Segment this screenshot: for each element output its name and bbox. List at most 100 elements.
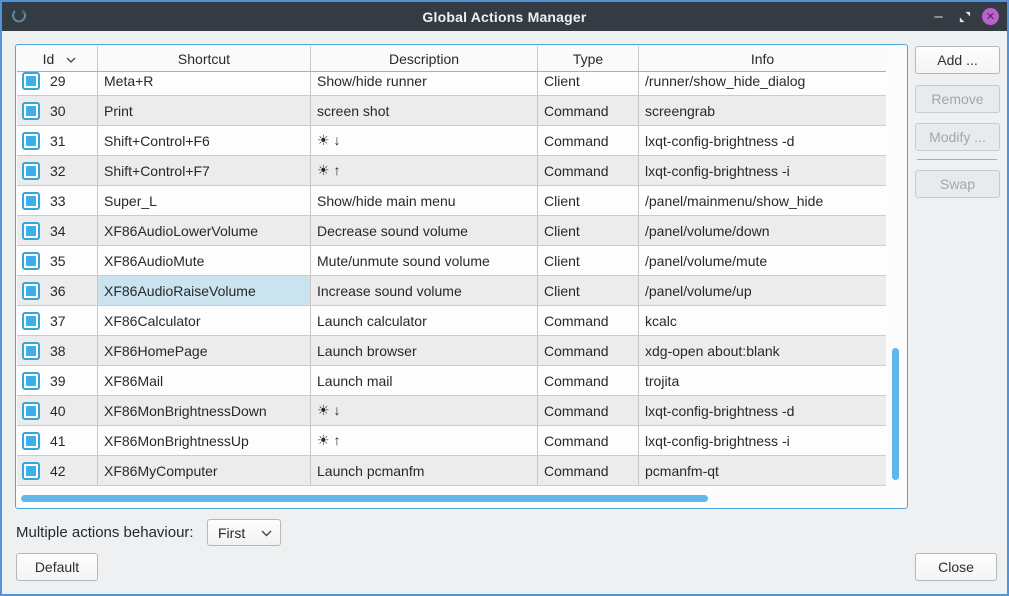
- shortcut-cell[interactable]: XF86Mail: [98, 366, 311, 396]
- enabled-checkbox[interactable]: [22, 281, 40, 300]
- description-cell[interactable]: Decrease sound volume: [311, 216, 538, 246]
- table-row[interactable]: 29 Meta+R Show/hide runner Client /runne…: [17, 72, 886, 96]
- shortcut-cell[interactable]: XF86Calculator: [98, 306, 311, 336]
- type-cell[interactable]: Client: [538, 186, 639, 216]
- info-cell[interactable]: lxqt-config-brightness -d: [639, 396, 886, 426]
- description-cell[interactable]: Increase sound volume: [311, 276, 538, 306]
- info-cell[interactable]: lxqt-config-brightness -d: [639, 126, 886, 156]
- type-cell[interactable]: Client: [538, 246, 639, 276]
- description-cell[interactable]: Show/hide main menu: [311, 186, 538, 216]
- enabled-checkbox[interactable]: [22, 101, 40, 120]
- shortcut-cell[interactable]: XF86MonBrightnessDown: [98, 396, 311, 426]
- table-row[interactable]: 40 XF86MonBrightnessDown ☀ ↓ Command lxq…: [17, 396, 886, 426]
- enabled-checkbox[interactable]: [22, 461, 40, 480]
- info-cell[interactable]: kcalc: [639, 306, 886, 336]
- description-cell[interactable]: ☀ ↓: [311, 126, 538, 156]
- info-cell[interactable]: lxqt-config-brightness -i: [639, 426, 886, 456]
- type-cell[interactable]: Command: [538, 306, 639, 336]
- vertical-scrollbar[interactable]: [892, 348, 899, 480]
- description-cell[interactable]: ☀ ↑: [311, 426, 538, 456]
- info-cell[interactable]: /panel/volume/mute: [639, 246, 886, 276]
- enabled-checkbox[interactable]: [22, 221, 40, 240]
- description-cell[interactable]: Show/hide runner: [311, 72, 538, 96]
- type-cell[interactable]: Command: [538, 366, 639, 396]
- shortcut-cell[interactable]: Shift+Control+F7: [98, 156, 311, 186]
- type-cell[interactable]: Client: [538, 72, 639, 96]
- table-viewport: 29 Meta+R Show/hide runner Client /runne…: [17, 72, 886, 486]
- table-row[interactable]: 36 XF86AudioRaiseVolume Increase sound v…: [17, 276, 886, 306]
- info-cell[interactable]: /panel/mainmenu/show_hide: [639, 186, 886, 216]
- table-row[interactable]: 39 XF86Mail Launch mail Command trojita: [17, 366, 886, 396]
- description-cell[interactable]: Launch mail: [311, 366, 538, 396]
- header-id[interactable]: Id: [17, 46, 98, 71]
- enabled-checkbox[interactable]: [22, 431, 40, 450]
- table-row[interactable]: 37 XF86Calculator Launch calculator Comm…: [17, 306, 886, 336]
- add-button[interactable]: Add ...: [915, 46, 1000, 74]
- behaviour-select[interactable]: First: [207, 519, 281, 546]
- enabled-checkbox[interactable]: [22, 371, 40, 390]
- type-cell[interactable]: Command: [538, 456, 639, 486]
- default-button[interactable]: Default: [16, 553, 98, 581]
- enabled-checkbox[interactable]: [22, 251, 40, 270]
- table-row[interactable]: 41 XF86MonBrightnessUp ☀ ↑ Command lxqt-…: [17, 426, 886, 456]
- info-cell[interactable]: lxqt-config-brightness -i: [639, 156, 886, 186]
- shortcut-cell[interactable]: XF86MyComputer: [98, 456, 311, 486]
- shortcut-cell[interactable]: Shift+Control+F6: [98, 126, 311, 156]
- info-cell[interactable]: trojita: [639, 366, 886, 396]
- table-row[interactable]: 38 XF86HomePage Launch browser Command x…: [17, 336, 886, 366]
- header-shortcut[interactable]: Shortcut: [98, 46, 311, 71]
- enabled-checkbox[interactable]: [22, 72, 40, 90]
- table-row[interactable]: 35 XF86AudioMute Mute/unmute sound volum…: [17, 246, 886, 276]
- close-icon[interactable]: ✕: [982, 8, 999, 25]
- type-cell[interactable]: Command: [538, 426, 639, 456]
- remove-button: Remove: [915, 85, 1000, 113]
- type-cell[interactable]: Command: [538, 126, 639, 156]
- table-row[interactable]: 30 Print screen shot Command screengrab: [17, 96, 886, 126]
- minimize-icon[interactable]: –: [934, 7, 943, 25]
- description-cell[interactable]: screen shot: [311, 96, 538, 126]
- info-cell[interactable]: screengrab: [639, 96, 886, 126]
- type-cell[interactable]: Command: [538, 396, 639, 426]
- maximize-icon[interactable]: [956, 8, 973, 25]
- shortcut-cell[interactable]: XF86MonBrightnessUp: [98, 426, 311, 456]
- enabled-checkbox[interactable]: [22, 131, 40, 150]
- enabled-checkbox[interactable]: [22, 341, 40, 360]
- description-cell[interactable]: Mute/unmute sound volume: [311, 246, 538, 276]
- shortcut-cell[interactable]: Super_L: [98, 186, 311, 216]
- type-cell[interactable]: Client: [538, 276, 639, 306]
- info-cell[interactable]: /runner/show_hide_dialog: [639, 72, 886, 96]
- enabled-checkbox[interactable]: [22, 191, 40, 210]
- shortcut-cell[interactable]: XF86HomePage: [98, 336, 311, 366]
- enabled-checkbox[interactable]: [22, 401, 40, 420]
- description-cell[interactable]: ☀ ↑: [311, 156, 538, 186]
- table-row[interactable]: 42 XF86MyComputer Launch pcmanfm Command…: [17, 456, 886, 486]
- shortcut-cell[interactable]: XF86AudioMute: [98, 246, 311, 276]
- description-cell[interactable]: Launch calculator: [311, 306, 538, 336]
- table-row[interactable]: 34 XF86AudioLowerVolume Decrease sound v…: [17, 216, 886, 246]
- shortcut-cell[interactable]: Print: [98, 96, 311, 126]
- type-cell[interactable]: Command: [538, 336, 639, 366]
- info-cell[interactable]: pcmanfm-qt: [639, 456, 886, 486]
- header-description[interactable]: Description: [311, 46, 538, 71]
- type-cell[interactable]: Command: [538, 156, 639, 186]
- horizontal-scrollbar[interactable]: [21, 495, 708, 502]
- shortcut-cell[interactable]: XF86AudioLowerVolume: [98, 216, 311, 246]
- type-cell[interactable]: Client: [538, 216, 639, 246]
- info-cell[interactable]: /panel/volume/down: [639, 216, 886, 246]
- header-type[interactable]: Type: [538, 46, 639, 71]
- description-cell[interactable]: Launch pcmanfm: [311, 456, 538, 486]
- description-cell[interactable]: ☀ ↓: [311, 396, 538, 426]
- table-row[interactable]: 31 Shift+Control+F6 ☀ ↓ Command lxqt-con…: [17, 126, 886, 156]
- description-cell[interactable]: Launch browser: [311, 336, 538, 366]
- table-row[interactable]: 32 Shift+Control+F7 ☀ ↑ Command lxqt-con…: [17, 156, 886, 186]
- shortcut-cell[interactable]: XF86AudioRaiseVolume: [98, 276, 311, 306]
- table-row[interactable]: 33 Super_L Show/hide main menu Client /p…: [17, 186, 886, 216]
- close-button[interactable]: Close: [915, 553, 997, 581]
- info-cell[interactable]: /panel/volume/up: [639, 276, 886, 306]
- shortcut-cell[interactable]: Meta+R: [98, 72, 311, 96]
- info-cell[interactable]: xdg-open about:blank: [639, 336, 886, 366]
- header-info[interactable]: Info: [750, 50, 775, 67]
- enabled-checkbox[interactable]: [22, 311, 40, 330]
- enabled-checkbox[interactable]: [22, 161, 40, 180]
- type-cell[interactable]: Command: [538, 96, 639, 126]
